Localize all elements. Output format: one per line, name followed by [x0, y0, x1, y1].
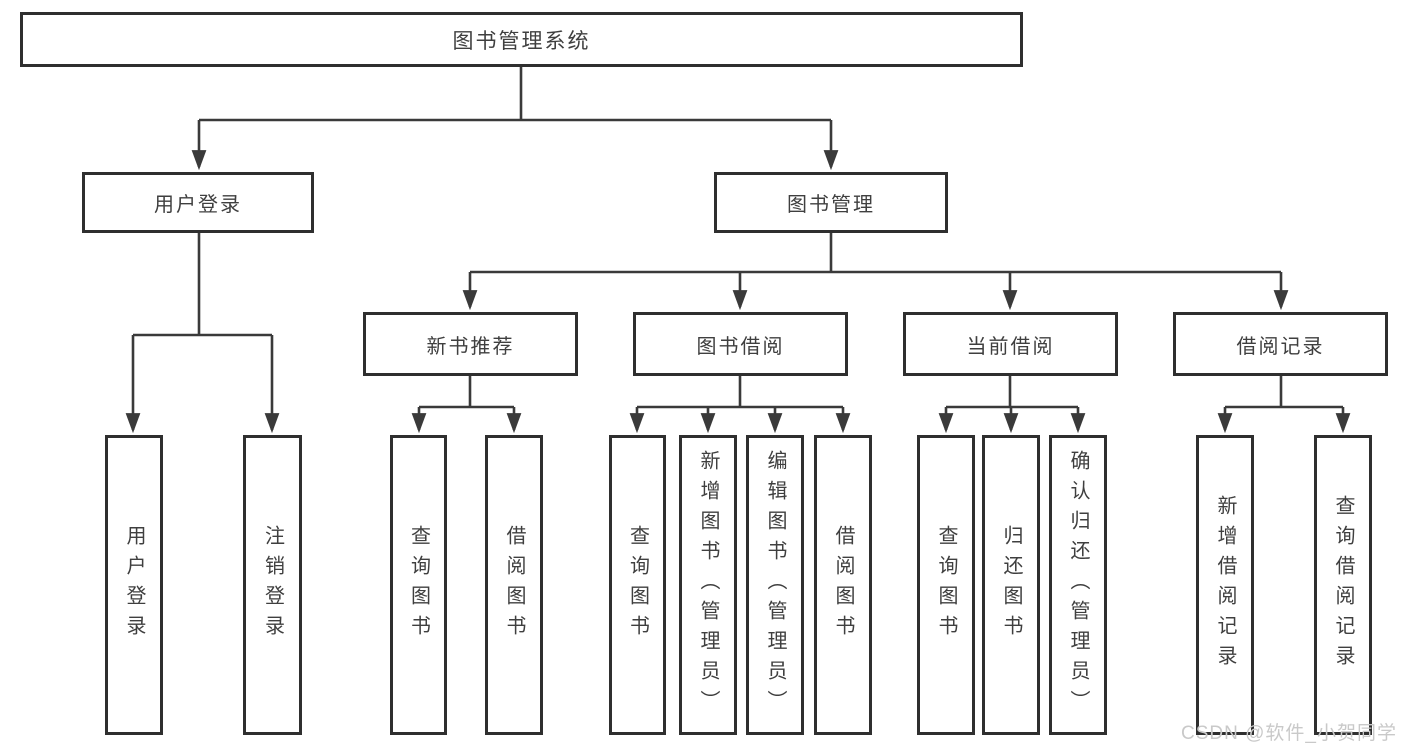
node-label: 当前借阅: [966, 335, 1055, 358]
node-label: 用户登录: [154, 194, 242, 216]
node-label: 借阅图书: [503, 525, 525, 645]
node-label: 注销登录: [261, 525, 284, 645]
leaf-confirm-return-admin: 确认归还（管理员）: [1049, 435, 1107, 735]
node-library-management-system: 图书管理系统: [20, 12, 1023, 67]
node-label: 新增图书（管理员）: [697, 450, 719, 720]
node-user-login: 用户登录: [82, 172, 314, 233]
leaf-logout: 注销登录: [243, 435, 302, 735]
node-label: 用户登录: [123, 525, 145, 645]
node-label: 查询图书: [626, 525, 649, 645]
node-label: 图书管理: [787, 194, 875, 216]
leaf-query-books: 查询图书: [390, 435, 447, 735]
node-label: 查询图书: [407, 525, 430, 645]
node-label: 确认归还（管理员）: [1067, 450, 1089, 720]
leaf-add-borrow-record: 新增借阅记录: [1196, 435, 1254, 735]
leaf-query-books: 查询图书: [917, 435, 975, 735]
leaf-add-books-admin: 新增图书（管理员）: [679, 435, 737, 735]
node-label: 借阅图书: [832, 525, 854, 645]
node-label: 编辑图书（管理员）: [764, 450, 786, 720]
node-book-management: 图书管理: [714, 172, 948, 233]
node-label: 借阅记录: [1236, 335, 1325, 358]
node-label: 新书推荐: [426, 335, 515, 358]
node-current-borrowing: 当前借阅: [903, 312, 1118, 376]
leaf-edit-books-admin: 编辑图书（管理员）: [746, 435, 804, 735]
leaf-borrow-books: 借阅图书: [485, 435, 543, 735]
node-label: 查询图书: [935, 525, 957, 645]
leaf-query-borrow-record: 查询借阅记录: [1314, 435, 1372, 735]
node-label: 归还图书: [1000, 525, 1022, 645]
node-label: 图书借阅: [696, 335, 785, 358]
node-borrowing-records: 借阅记录: [1173, 312, 1388, 376]
leaf-return-books: 归还图书: [982, 435, 1040, 735]
node-book-borrowing: 图书借阅: [633, 312, 848, 376]
node-new-book-recommendation: 新书推荐: [363, 312, 578, 376]
node-label: 图书管理系统: [452, 29, 591, 53]
node-label: 新增借阅记录: [1214, 495, 1236, 675]
leaf-borrow-books: 借阅图书: [814, 435, 872, 735]
leaf-user-login: 用户登录: [105, 435, 163, 735]
node-label: 查询借阅记录: [1332, 495, 1354, 675]
leaf-query-books: 查询图书: [609, 435, 666, 735]
